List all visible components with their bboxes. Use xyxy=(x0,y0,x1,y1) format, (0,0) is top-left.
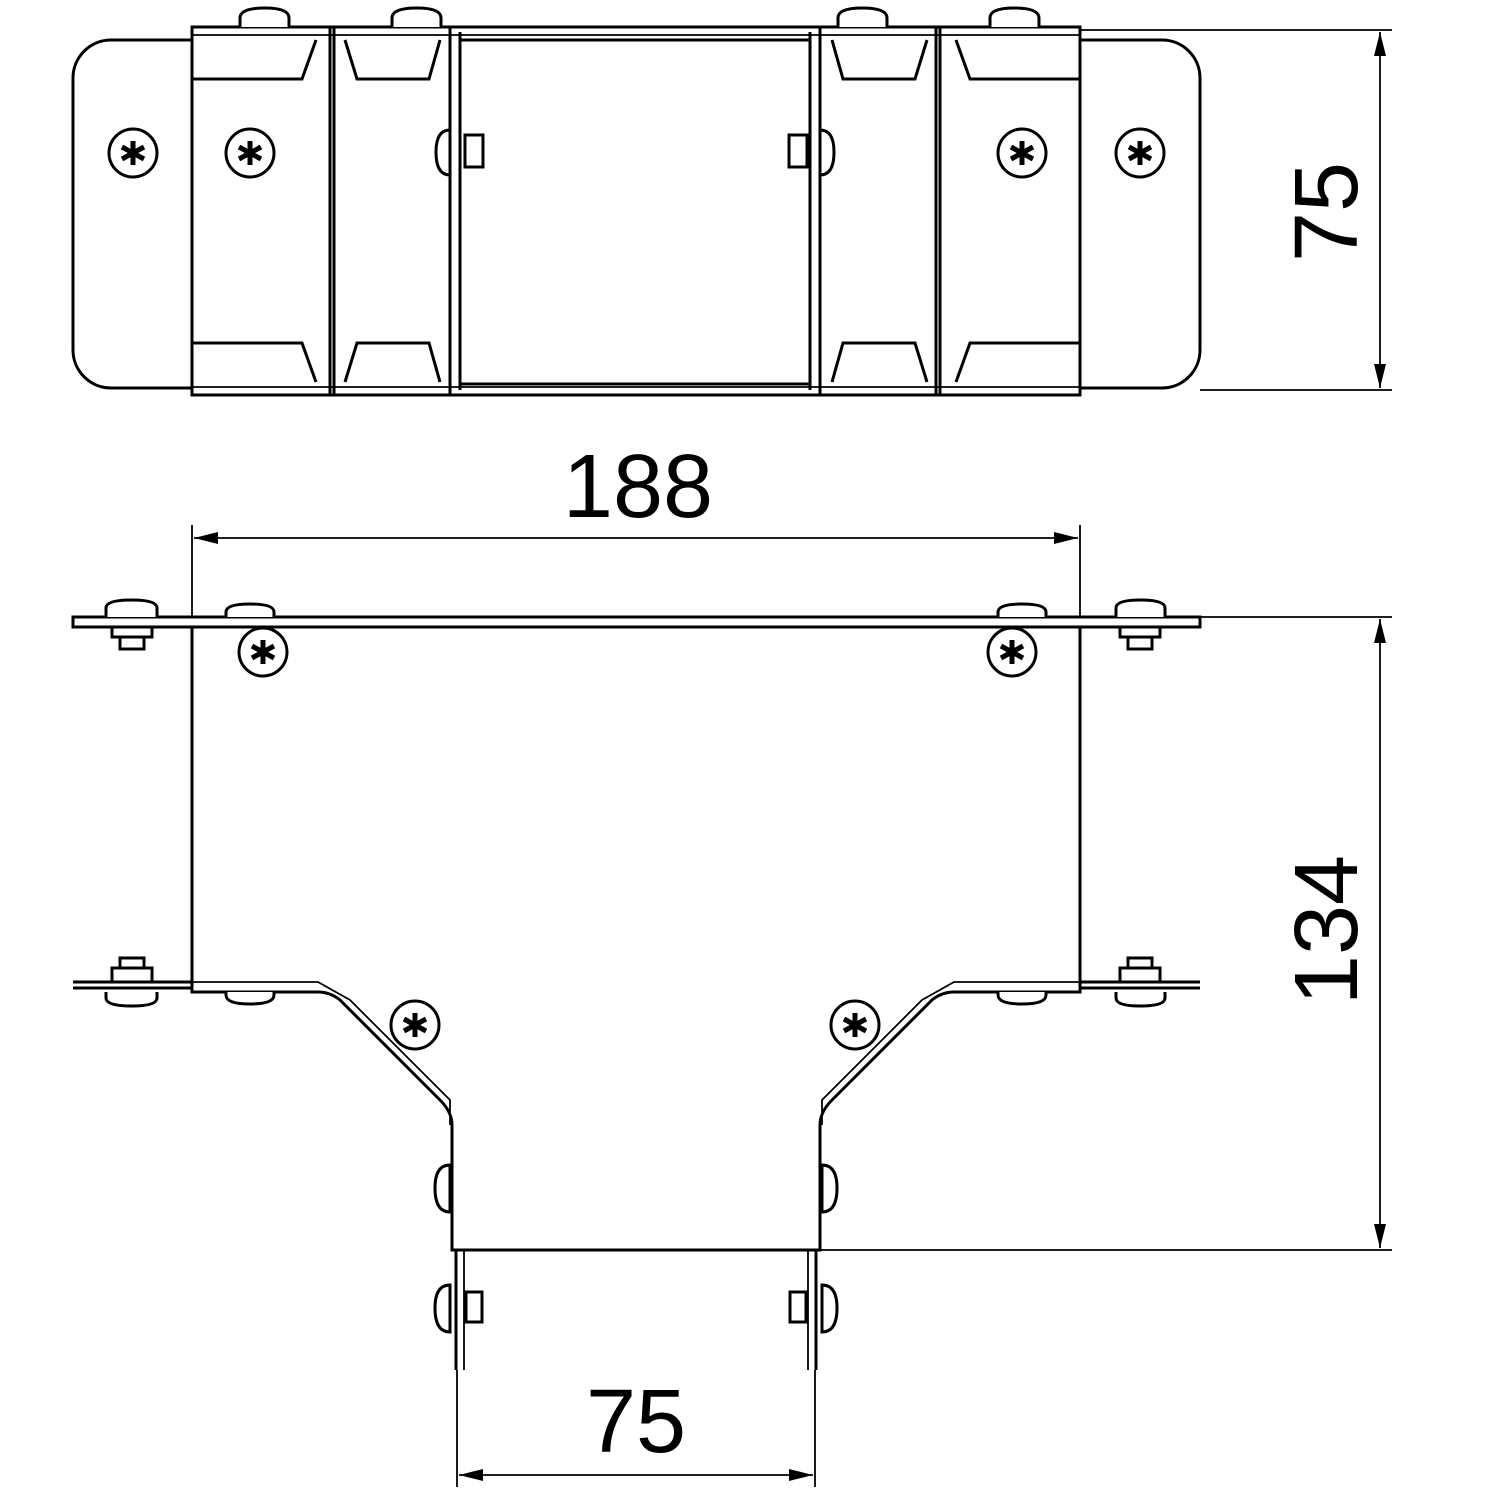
screw-icon xyxy=(831,1001,879,1049)
dimension-label: 188 xyxy=(563,437,713,537)
dimension-label: 134 xyxy=(1277,855,1377,1005)
tee-body xyxy=(190,627,1082,1252)
clips xyxy=(192,39,1080,383)
dimension-label: 75 xyxy=(1277,162,1377,262)
bolts xyxy=(104,598,1167,1334)
screw-icon xyxy=(109,129,157,177)
screw-icon xyxy=(226,129,274,177)
screw-icon xyxy=(239,628,287,676)
top-plate xyxy=(71,615,1202,629)
top-view xyxy=(71,6,1202,397)
dimension-height: 134 xyxy=(1200,616,1392,1248)
dimension-top-height: 75 xyxy=(1080,29,1392,391)
cover-body xyxy=(190,25,1082,397)
dividers xyxy=(328,27,942,395)
plan-view xyxy=(71,598,1392,1370)
dimension-label: 75 xyxy=(586,1372,686,1472)
screw-icon xyxy=(1116,129,1164,177)
dimension-width: 188 xyxy=(191,437,1081,617)
screw-icon xyxy=(988,628,1036,676)
screw-icon xyxy=(998,129,1046,177)
side-bolts xyxy=(434,128,836,177)
dimension-branch-width: 75 xyxy=(456,1370,816,1487)
top-bolt-heads xyxy=(238,6,1041,27)
screw-icon xyxy=(391,1001,439,1049)
